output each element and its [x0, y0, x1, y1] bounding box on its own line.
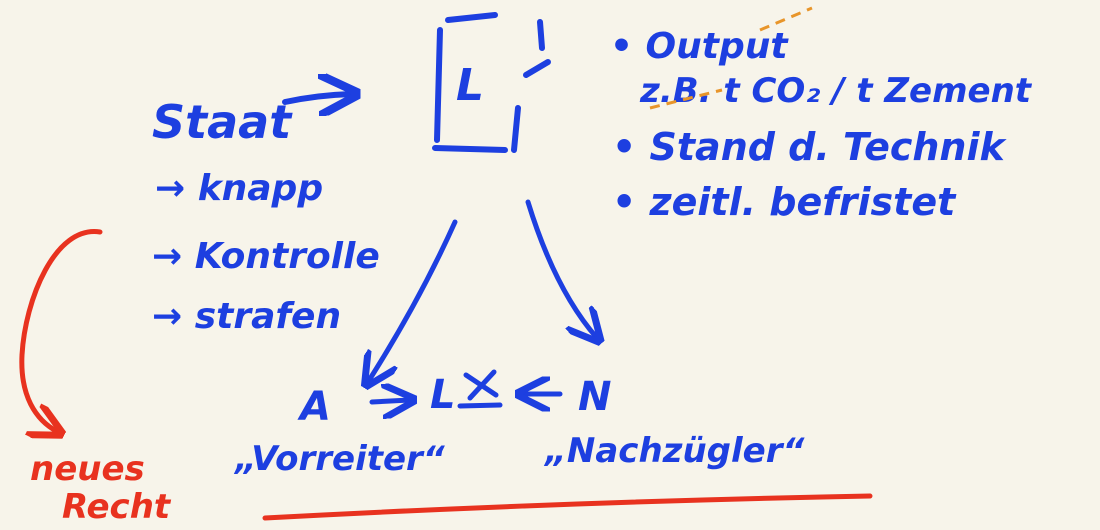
caption-n: „Nachzügler“ — [543, 431, 805, 471]
svg-text:L: L — [430, 372, 456, 418]
a-to-lx-arrow — [369, 400, 410, 402]
node-a: A — [297, 384, 331, 430]
output-strike-mark — [759, 6, 813, 32]
box-to-a-arrow — [368, 219, 458, 382]
red-note-line2: Recht — [62, 487, 172, 527]
license-box — [432, 12, 551, 153]
state-label: Staat — [152, 95, 293, 149]
caption-a: „Vorreiter“ — [233, 439, 446, 479]
state-to-box-arrow — [282, 94, 352, 102]
red-curved-arrow — [19, 229, 103, 432]
example-strike-mark — [649, 88, 723, 110]
node-n: N — [578, 374, 611, 420]
bullet-tech: • Stand d. Technik — [612, 125, 1007, 169]
box-letter: L — [456, 60, 484, 111]
red-note-line1: neues — [30, 449, 145, 489]
bullet-limited: • zeitl. befristet — [612, 180, 957, 224]
state-item-strafen: → strafen — [152, 296, 341, 337]
bullet-output: • Output — [610, 26, 789, 67]
box-to-n-arrow — [525, 199, 597, 338]
state-item-kontrolle: → Kontrolle — [152, 236, 380, 277]
lx-node: L — [430, 369, 503, 418]
state-item-knapp: → knapp — [155, 168, 323, 209]
red-divider-line — [262, 493, 873, 521]
bullet-output-detail: z.B. t CO₂ / t Zement — [639, 71, 1033, 111]
